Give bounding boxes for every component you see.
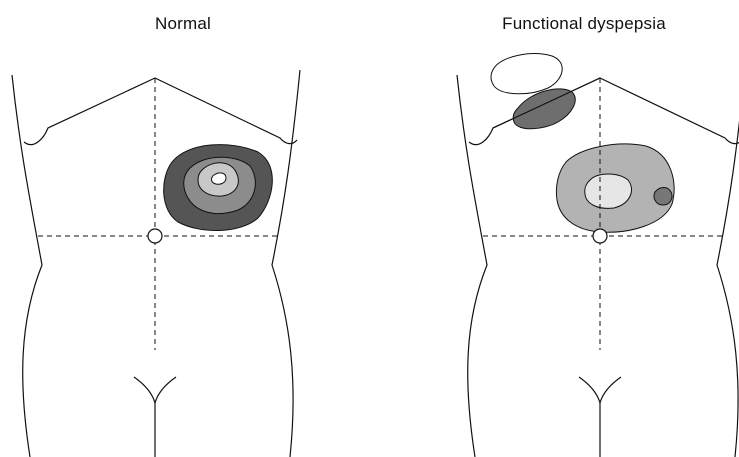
umbilicus-marker (148, 229, 162, 243)
torso-functional-dyspepsia (457, 70, 739, 457)
torso-left-side (12, 75, 42, 457)
pain-region-small (654, 188, 672, 206)
torso-right-side (717, 70, 739, 457)
pain-regions-functional-dyspepsia (491, 54, 674, 233)
pain-region-top-outline (491, 54, 562, 94)
torso-left-side (457, 75, 487, 457)
navel (579, 377, 621, 403)
pain-region-center (585, 174, 632, 208)
navel (134, 377, 176, 403)
torso-normal (12, 70, 300, 457)
pain-regions-normal (164, 145, 273, 231)
umbilicus-marker (593, 229, 607, 243)
chest-line (24, 78, 297, 145)
torso-right-side (272, 70, 300, 457)
pain-region-upper-ellipse (513, 89, 575, 129)
